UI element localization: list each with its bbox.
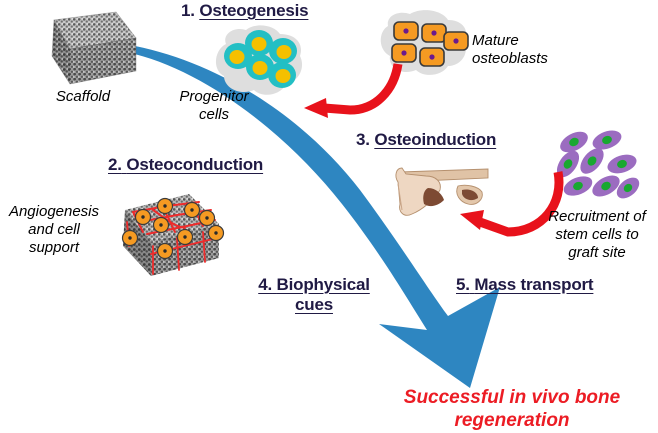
conclusion-text: Successful in vivo bone regeneration bbox=[403, 387, 621, 431]
step-label-osteoconduction: Osteoconduction bbox=[126, 155, 264, 174]
step-heading-biophysical-cues: 4. Biophysical cues bbox=[240, 275, 388, 315]
caption-angiogenesis: Angiogenesis and cell support bbox=[8, 203, 100, 256]
step-label-osteogenesis: Osteogenesis bbox=[199, 1, 309, 20]
step-number-3: 3. bbox=[356, 130, 370, 149]
step-number-2: 2. bbox=[108, 155, 122, 174]
caption-scaffold: Scaffold bbox=[55, 88, 111, 105]
step-number-5: 5. bbox=[456, 275, 470, 294]
progenitor-cell-cluster-icon bbox=[215, 25, 303, 95]
long-bone-defect-icon bbox=[395, 167, 489, 216]
caption-recruitment: Recruitment of stem cells to graft site bbox=[548, 208, 646, 261]
step-number-1: 1. bbox=[181, 1, 195, 20]
step-label-osteoinduction: Osteoinduction bbox=[374, 130, 497, 149]
vascularized-scaffold-cube-icon bbox=[121, 194, 225, 276]
porous-scaffold-cube-icon bbox=[51, 11, 137, 85]
step-label-biophysical-cues: Biophysical cues bbox=[276, 275, 370, 314]
step-heading-osteoconduction: 2. Osteoconduction bbox=[108, 155, 263, 175]
stem-cell-cluster-icon bbox=[556, 130, 640, 199]
step-number-4: 4. bbox=[258, 275, 273, 294]
red-curved-arrow-to-bone bbox=[460, 171, 564, 237]
step-heading-osteogenesis: 1. Osteogenesis bbox=[181, 1, 309, 21]
blue-arrow-body bbox=[124, 44, 500, 388]
step-heading-osteoinduction: 3. Osteoinduction bbox=[356, 130, 496, 150]
red-curved-arrow-to-progenitor bbox=[304, 63, 403, 118]
caption-mature-osteoblasts: Mature osteoblasts bbox=[472, 32, 548, 67]
mature-osteoblast-cluster-icon bbox=[380, 10, 469, 75]
caption-progenitor-cells: Progenitor cells bbox=[179, 88, 249, 123]
step-label-mass-transport: Mass transport bbox=[474, 275, 594, 294]
step-heading-mass-transport: 5. Mass transport bbox=[456, 275, 594, 295]
